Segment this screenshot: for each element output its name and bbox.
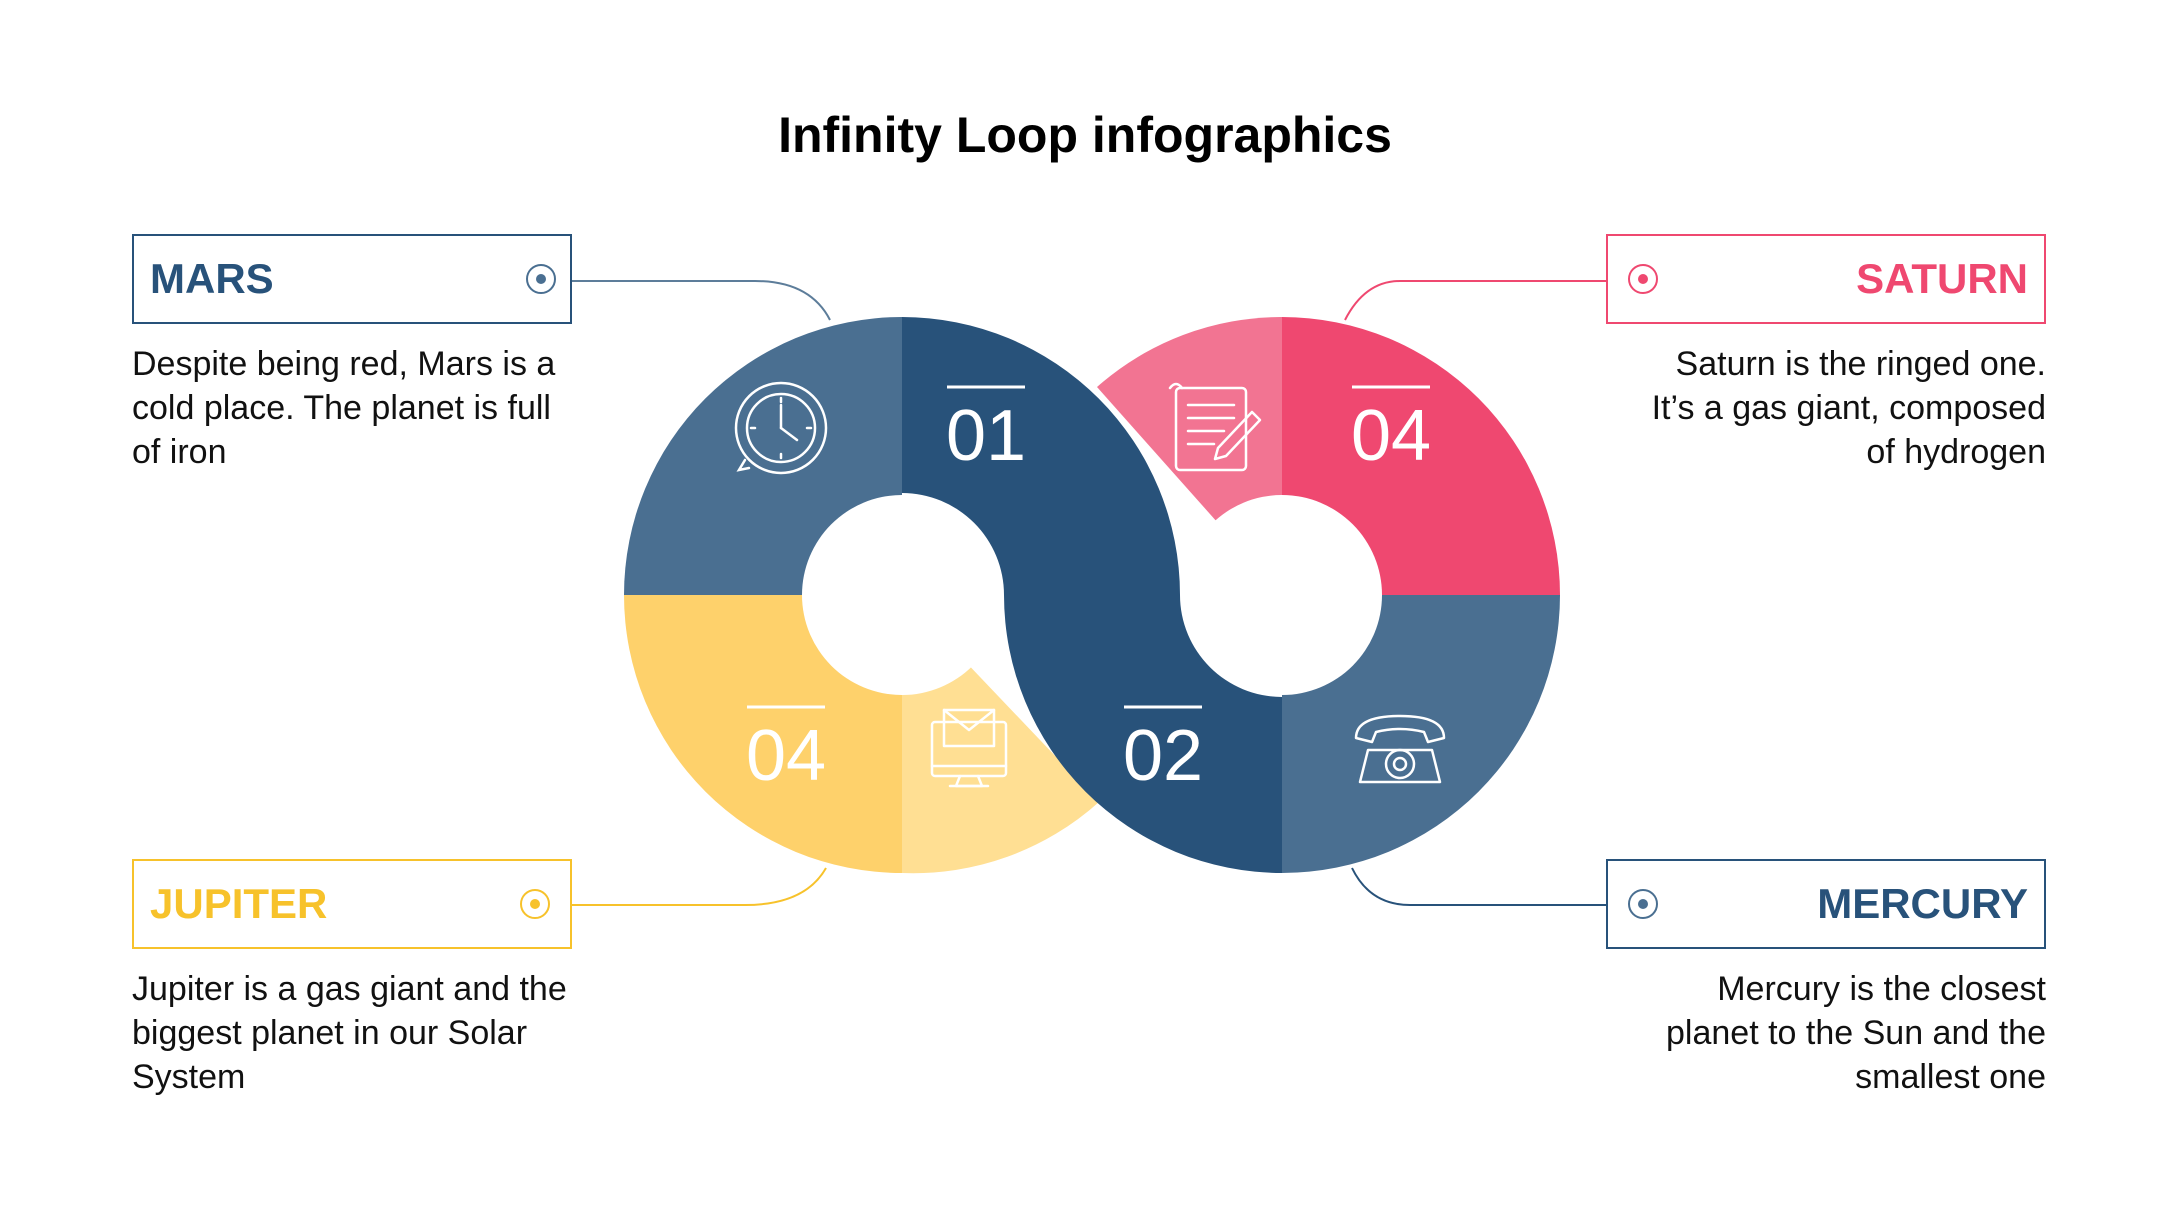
saturn-label-box: SATURN [1606,234,2046,324]
segment-number-04-bottom: 04 [746,716,826,796]
document-pen-icon [1168,382,1262,472]
mercury-label-box: MERCURY [1606,859,2046,949]
clock-icon [734,381,828,475]
saturn-connector [1344,280,1640,321]
saturn-description: Saturn is the ringed one. It’s a gas gia… [1651,345,2046,471]
mercury-connector [1351,867,1640,906]
segment-number-02: 02 [1123,716,1203,796]
left-hole [802,495,1002,695]
segment-number-04-top: 04 [1351,396,1431,476]
jupiter-target-icon [520,889,550,919]
telephone-icon [1354,714,1446,784]
jupiter-label-box: JUPITER [132,859,572,949]
saturn-title: SATURN [1856,255,2028,302]
mars-title: MARS [150,255,274,302]
mercury-title: MERCURY [1817,880,2028,927]
mercury-target-icon [1628,889,1658,919]
mars-connector [540,280,831,321]
mercury-description: Mercury is the closest planet to the Sun… [1666,970,2046,1096]
jupiter-title: JUPITER [150,880,328,927]
mars-label-box: MARS [132,234,572,324]
right-hole [1182,495,1382,695]
page-title: Infinity Loop infographics [778,107,1392,163]
mars-target-icon [526,264,556,294]
jupiter-connector [540,867,827,906]
segment-s-band [902,317,1282,873]
jupiter-description: Jupiter is a gas giant and the biggest p… [132,970,567,1096]
email-monitor-icon [930,708,1008,788]
saturn-target-icon [1628,264,1658,294]
segment-number-01: 01 [946,396,1026,476]
mars-description: Despite being red, Mars is a cold place.… [132,345,556,471]
